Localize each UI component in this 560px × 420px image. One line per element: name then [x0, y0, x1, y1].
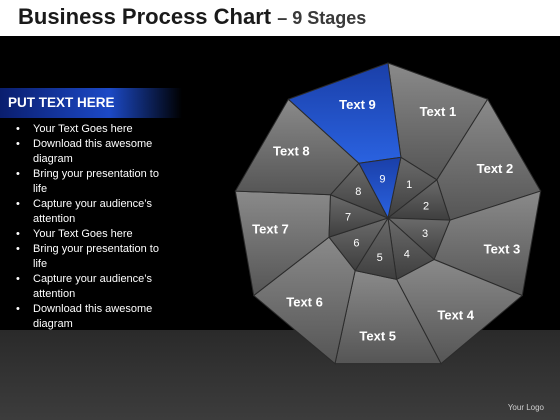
- stage-label: Text 3: [484, 242, 521, 257]
- floor-reflection: [0, 330, 560, 420]
- stage-label: Text 7: [252, 221, 289, 236]
- bullet-item: Your Text Goes here: [14, 122, 174, 137]
- page-title: Business Process Chart – 9 Stages: [18, 4, 366, 30]
- bullet-item: Download this awesome diagram: [14, 302, 174, 332]
- bullet-item: Bring your presentation to life: [14, 167, 174, 197]
- stage-label: Text 9: [339, 97, 376, 112]
- stage-number: 5: [377, 252, 383, 264]
- stage-number: 2: [423, 201, 429, 213]
- stage-label: Text 8: [273, 143, 310, 158]
- stage-number: 4: [404, 248, 410, 260]
- bullet-item: Bring your presentation to life: [14, 242, 174, 272]
- title-bar: [0, 0, 560, 36]
- stage-label: Text 1: [420, 104, 457, 119]
- logo-text: Your Logo: [507, 403, 544, 412]
- stage-number: 7: [345, 212, 351, 224]
- stage-inner-wedge: [358, 156, 402, 220]
- stage-label: Text 2: [477, 161, 514, 176]
- label-group: Text 1 Text 2 Text 3 Text 4 Text 5 Text 6 Text…: [252, 97, 520, 344]
- bullet-item: Capture your audience’s attention: [14, 197, 174, 227]
- stage-number: 1: [406, 179, 412, 191]
- sidebar-heading: PUT TEXT HERE: [8, 95, 115, 110]
- stage-label: Text 6: [286, 294, 323, 309]
- bullet-item: Capture your audience’s attention: [14, 272, 174, 302]
- heading-band: [0, 88, 182, 118]
- title-main: Business Process Chart: [18, 4, 272, 29]
- stage-number: 6: [353, 238, 359, 250]
- stage-label: Text 4: [437, 308, 474, 323]
- stage-number: 8: [355, 186, 361, 198]
- stage-number: 9: [379, 173, 385, 185]
- title-subtitle: – 9 Stages: [277, 8, 367, 28]
- segment-group: [234, 62, 542, 365]
- bullet-list: Your Text Goes here Download this awesom…: [14, 122, 174, 332]
- bullet-item: Download this awesome diagram: [14, 137, 174, 167]
- bullet-item: Your Text Goes here: [14, 227, 174, 242]
- stage-number: 3: [422, 228, 428, 240]
- stage-label: Text 5: [359, 329, 396, 344]
